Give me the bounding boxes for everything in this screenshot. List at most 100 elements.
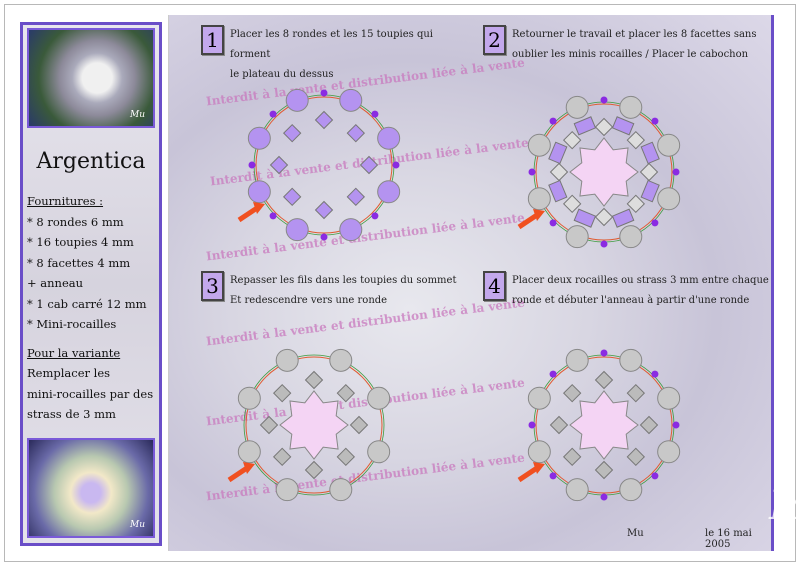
ronde-bead — [527, 133, 551, 157]
ronde-bead — [565, 348, 589, 372]
toupie-bead — [282, 187, 302, 207]
rocaille-bead — [651, 219, 659, 227]
supplies-list: Fournitures : * 8 rondes 6 mm * 16 toupi… — [27, 191, 153, 425]
supply-item: * 16 toupies 4 mm — [27, 235, 134, 249]
toupie-bead — [549, 162, 569, 182]
toupie-bead — [314, 200, 334, 220]
ronde-bead — [527, 187, 551, 211]
toupie-bead — [562, 130, 582, 150]
facette-bead — [548, 141, 568, 165]
ronde-bead — [657, 133, 681, 157]
ronde-bead — [367, 386, 391, 410]
toupie-bead — [336, 383, 356, 403]
facette-bead — [611, 116, 635, 136]
ronde-bead — [565, 95, 589, 119]
step-2: 2 Retourner le travail et placer les 8 f… — [483, 25, 782, 65]
ronde-bead — [275, 348, 299, 372]
rocaille-bead — [528, 421, 536, 429]
facette-bead — [640, 141, 660, 165]
facette-bead — [611, 208, 635, 228]
step-number: 1 — [201, 25, 224, 55]
rocaille-bead — [392, 161, 400, 169]
step-text: ronde et débuter l'anneau à partir d'une… — [512, 295, 750, 306]
toupie-bead — [359, 155, 379, 175]
ronde-bead — [657, 440, 681, 464]
thread — [535, 356, 673, 494]
rocaille-bead — [651, 472, 659, 480]
toupie-bead — [639, 415, 659, 435]
ronde-bead — [527, 440, 551, 464]
ronde-bead — [619, 478, 643, 502]
arrow-icon — [533, 209, 545, 221]
toupie-bead — [259, 415, 279, 435]
footer-date: le 16 mai 2005 — [705, 528, 752, 550]
arrow-icon — [517, 465, 539, 483]
ronde-bead — [377, 180, 401, 204]
rocaille-bead — [600, 493, 608, 501]
toupie-bead — [272, 383, 292, 403]
arrow-icon — [253, 202, 265, 214]
toupie-bead — [594, 117, 614, 137]
photo-signature: Mu — [129, 520, 145, 530]
arrow-icon — [227, 465, 249, 483]
variant-heading: Pour la variante — [27, 345, 121, 360]
supply-item: + anneau — [27, 276, 84, 290]
rocaille-bead — [600, 349, 608, 357]
step-text: oublier les minis rocailles / Placer le … — [512, 49, 749, 60]
supply-item: * 1 cab carré 12 mm — [27, 296, 147, 311]
rocaille-bead — [651, 370, 659, 378]
variant-line: mini-rocailles par des — [27, 386, 154, 401]
step-text: Repasser les fils dans les toupies du so… — [230, 275, 457, 286]
ronde-bead — [339, 218, 363, 242]
rocaille-bead — [672, 168, 680, 176]
step-text: le plateau du dessus — [230, 69, 334, 80]
rocaille-bead — [371, 212, 379, 220]
toupie-bead — [626, 383, 646, 403]
arrow-icon — [237, 205, 259, 223]
toupie-bead — [639, 162, 659, 182]
ronde-bead — [377, 126, 401, 150]
toupie-bead — [626, 194, 646, 214]
instructions-panel: Interdit à la vente et distribution liée… — [168, 15, 800, 551]
ronde-bead — [247, 180, 271, 204]
diagram-step-3 — [227, 348, 391, 502]
rocaille-bead — [269, 212, 277, 220]
step-4: 4 Placer deux rocailles ou strass 3 mm e… — [483, 271, 782, 311]
toupie-bead — [272, 447, 292, 467]
toupie-bead — [594, 207, 614, 227]
ronde-bead — [367, 440, 391, 464]
rocaille-bead — [549, 370, 557, 378]
rocaille-bead — [549, 117, 557, 125]
toupie-bead — [304, 370, 324, 390]
toupie-bead — [626, 130, 646, 150]
step-3: 3 Repasser les fils dans les toupies du … — [201, 271, 470, 311]
toupie-bead — [562, 383, 582, 403]
toupie-bead — [282, 123, 302, 143]
rocaille-bead — [672, 421, 680, 429]
page-frame — [4, 4, 796, 562]
supply-item: * 8 facettes 4 mm — [27, 255, 131, 270]
rocaille-bead — [269, 110, 277, 118]
rocaille-bead — [528, 168, 536, 176]
facette-bead — [640, 179, 660, 203]
toupie-bead — [349, 415, 369, 435]
footer-author: Mu — [627, 528, 644, 539]
ronde-bead — [565, 478, 589, 502]
ronde-bead — [285, 88, 309, 112]
rocaille-bead — [320, 233, 328, 241]
cabochon — [569, 137, 639, 207]
ronde-bead — [237, 386, 261, 410]
ronde-bead — [285, 218, 309, 242]
photo-finished-piece: Mu — [27, 28, 155, 128]
step-number: 3 — [201, 271, 224, 301]
thread — [243, 354, 385, 496]
toupie-bead — [336, 447, 356, 467]
rocaille-bead — [248, 161, 256, 169]
toupie-bead — [594, 370, 614, 390]
supplies-heading: Fournitures : — [27, 194, 104, 208]
toupie-bead — [346, 123, 366, 143]
rocaille-bead — [371, 110, 379, 118]
arrow-icon — [517, 212, 539, 230]
photo-variant: Mu — [27, 438, 155, 538]
signature-watermark: Mu — [769, 483, 800, 529]
